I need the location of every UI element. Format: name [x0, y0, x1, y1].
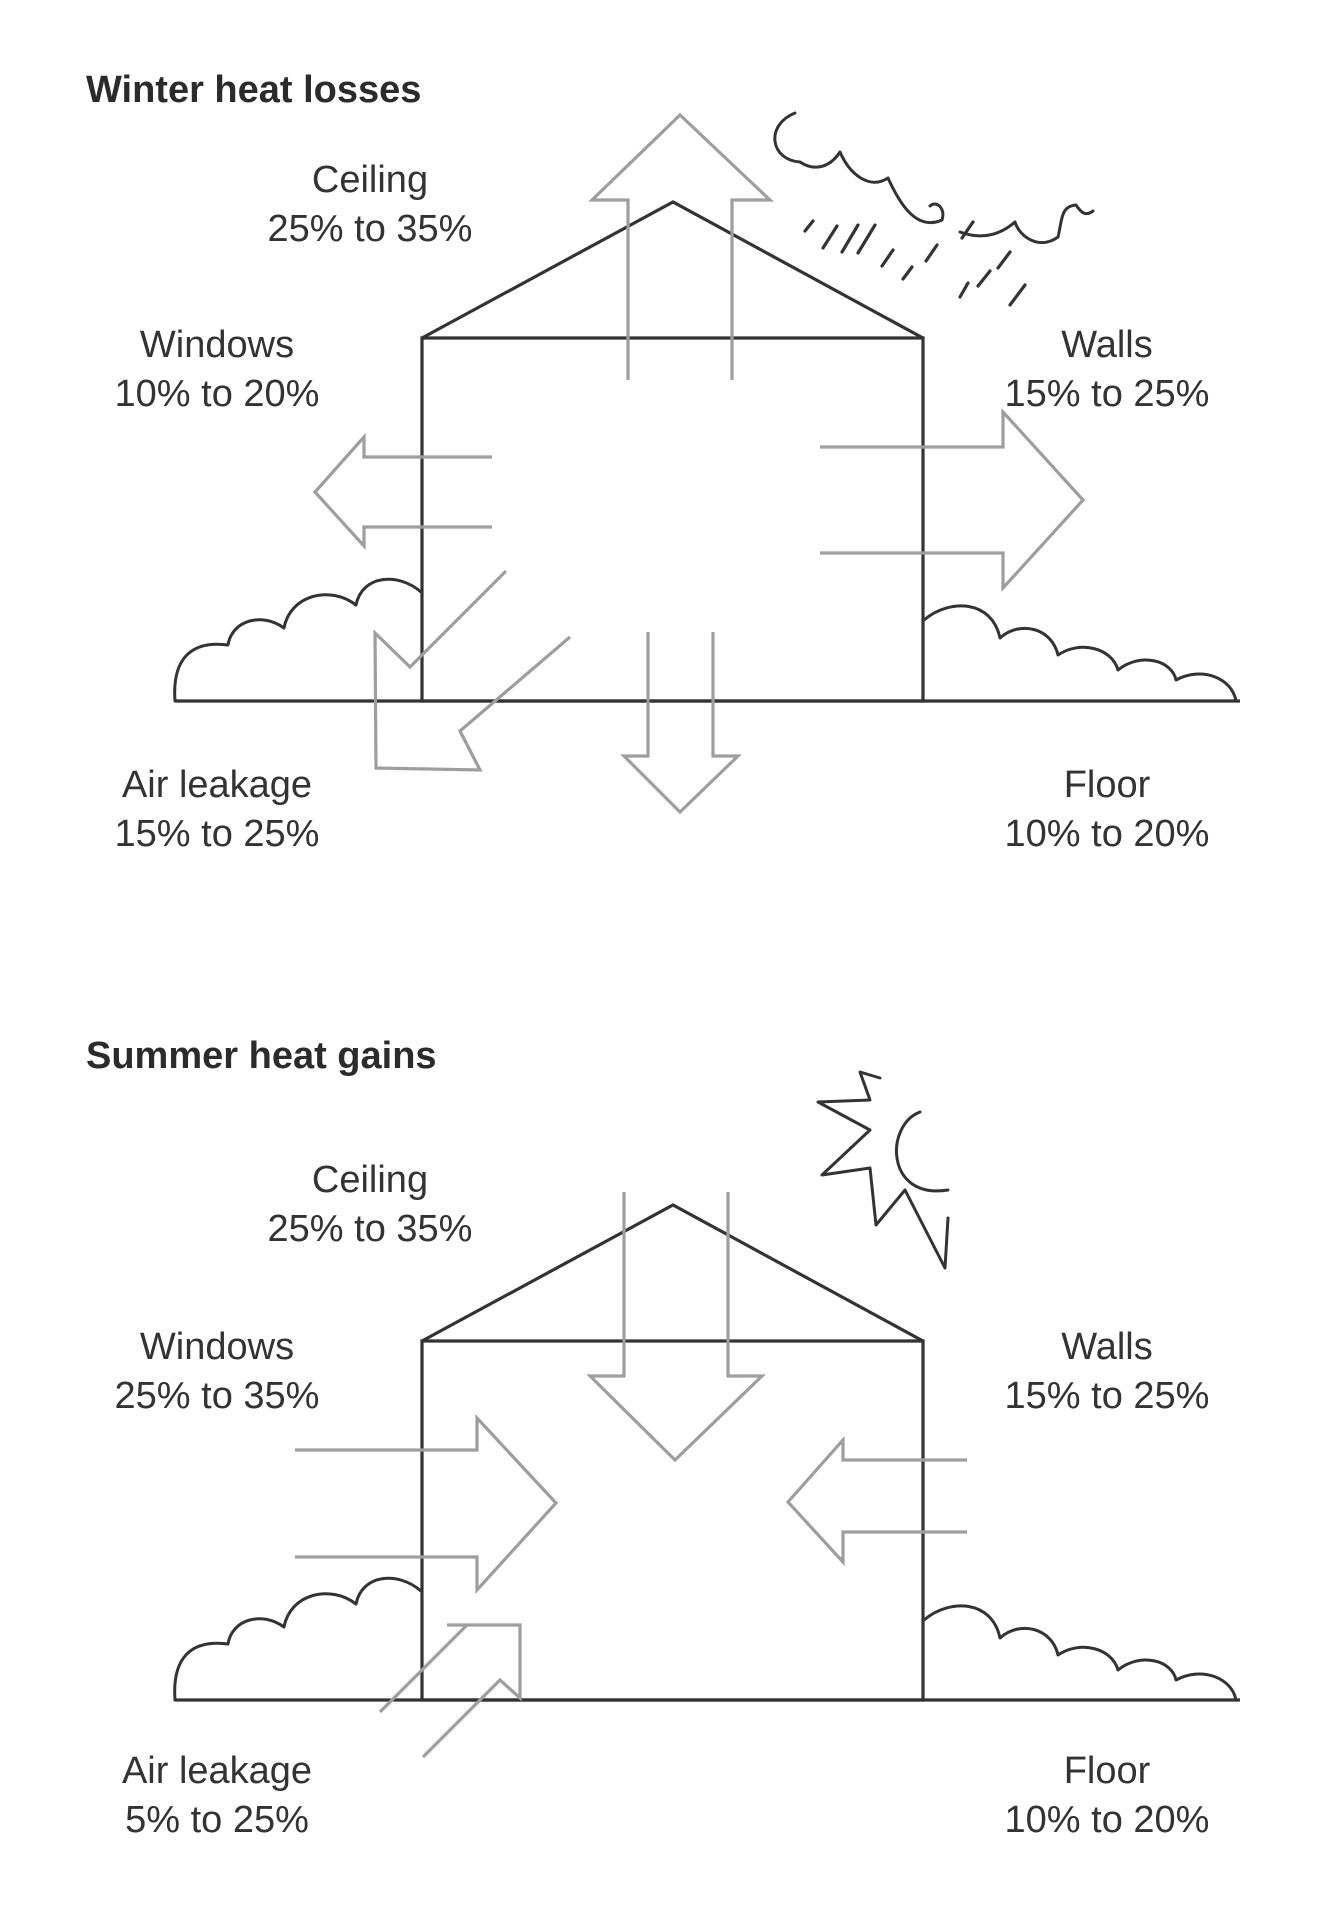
summer-air-leakage-label: Air leakage 5% to 25% [122, 1750, 312, 1841]
summer-floor-name: Floor [1064, 1750, 1151, 1792]
winter-windows-arrow [312, 432, 492, 551]
winter-air-leakage-name: Air leakage [122, 764, 312, 806]
winter-floor-range: 10% to 20% [1005, 813, 1210, 855]
summer-house-roof [421, 1203, 924, 1343]
summer-title: Summer heat gains [86, 1035, 437, 1077]
winter-ceiling-label: Ceiling 25% to 35% [268, 159, 473, 250]
summer-ceiling-label: Ceiling 25% to 35% [268, 1159, 473, 1250]
summer-air-leakage-arrow [378, 1623, 522, 1759]
summer-ceiling-range: 25% to 35% [268, 1208, 473, 1250]
winter-walls-range: 15% to 25% [1005, 373, 1210, 415]
summer-air-leakage-name: Air leakage [122, 1750, 312, 1792]
winter-windows-name: Windows [140, 324, 294, 366]
winter-windows-label: Windows 10% to 20% [115, 324, 320, 415]
winter-ceiling-range: 25% to 35% [268, 208, 473, 250]
winter-floor-label: Floor 10% to 20% [1005, 764, 1210, 855]
summer-walls-label: Walls 15% to 25% [1005, 1326, 1210, 1417]
winter-title: Winter heat losses [86, 69, 421, 111]
summer-right-shrub [922, 1604, 1238, 1702]
winter-ceiling-arrow [588, 112, 775, 380]
winter-storm-cloud [773, 111, 1095, 244]
summer-house-body [420, 1339, 925, 1702]
winter-air-leakage-label: Air leakage 15% to 25% [115, 764, 320, 855]
winter-right-shrub [922, 604, 1238, 703]
winter-house-body [420, 336, 925, 703]
winter-left-shrub [173, 577, 423, 703]
winter-windows-range: 10% to 20% [115, 373, 320, 415]
sun-icon [816, 1070, 950, 1270]
winter-ceiling-name: Ceiling [312, 159, 428, 201]
winter-rain [803, 219, 1027, 307]
summer-ceiling-name: Ceiling [312, 1159, 428, 1201]
winter-house-roof [421, 200, 924, 340]
winter-walls-arrow [820, 407, 1086, 593]
summer-floor-label: Floor 10% to 20% [1005, 1750, 1210, 1841]
summer-windows-arrow [295, 1413, 559, 1595]
summer-ceiling-arrow [586, 1192, 766, 1463]
summer-windows-range: 25% to 35% [115, 1375, 320, 1417]
summer-walls-name: Walls [1061, 1326, 1152, 1368]
winter-air-leakage-range: 15% to 25% [115, 813, 320, 855]
summer-left-shrub [173, 1576, 423, 1702]
summer-walls-arrow [785, 1435, 967, 1567]
summer-windows-name: Windows [140, 1326, 294, 1368]
winter-house [175, 200, 1240, 703]
winter-floor-name: Floor [1064, 764, 1151, 806]
summer-floor-range: 10% to 20% [1005, 1799, 1210, 1841]
summer-panel: Summer heat gains Ceiling 25% to 35% Win… [86, 1035, 1240, 1841]
summer-walls-range: 15% to 25% [1005, 1375, 1210, 1417]
summer-air-leakage-range: 5% to 25% [125, 1799, 309, 1841]
winter-panel: Winter heat losses [86, 69, 1240, 855]
summer-house [175, 1203, 1240, 1702]
summer-windows-label: Windows 25% to 35% [115, 1326, 320, 1417]
winter-walls-name: Walls [1061, 324, 1152, 366]
winter-air-leakage-arrow [373, 569, 572, 772]
winter-floor-arrow [620, 632, 742, 815]
winter-walls-label: Walls 15% to 25% [1005, 324, 1210, 415]
